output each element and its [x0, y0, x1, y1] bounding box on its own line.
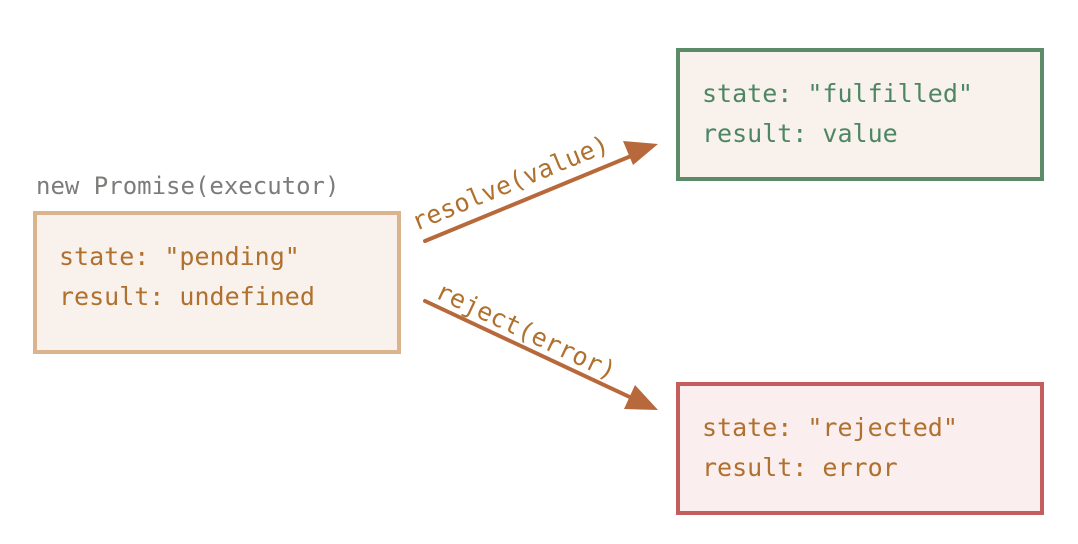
rejected-result-line: result: error — [702, 453, 898, 482]
reject-arrow-line — [423, 299, 638, 402]
reject-label: reject(error) — [431, 276, 620, 386]
promise-constructor-caption: new Promise(executor) — [36, 172, 340, 200]
resolve-arrow — [423, 141, 658, 243]
pending-result-line: result: undefined — [59, 282, 315, 311]
fulfilled-state-line: state: "fulfilled" — [702, 79, 973, 108]
resolve-arrowhead — [623, 141, 658, 165]
pending-state-box: state: "pending" result: undefined — [33, 211, 401, 354]
fulfilled-result-line: result: value — [702, 119, 898, 148]
rejected-state-box: state: "rejected" result: error — [676, 382, 1044, 515]
reject-arrowhead — [624, 385, 658, 410]
pending-state-line: state: "pending" — [59, 242, 300, 271]
resolve-arrow-line — [423, 152, 638, 243]
rejected-state-line: state: "rejected" — [702, 413, 958, 442]
fulfilled-state-box: state: "fulfilled" result: value — [676, 48, 1044, 181]
reject-arrow — [423, 299, 658, 410]
resolve-label: resolve(value) — [407, 129, 613, 236]
